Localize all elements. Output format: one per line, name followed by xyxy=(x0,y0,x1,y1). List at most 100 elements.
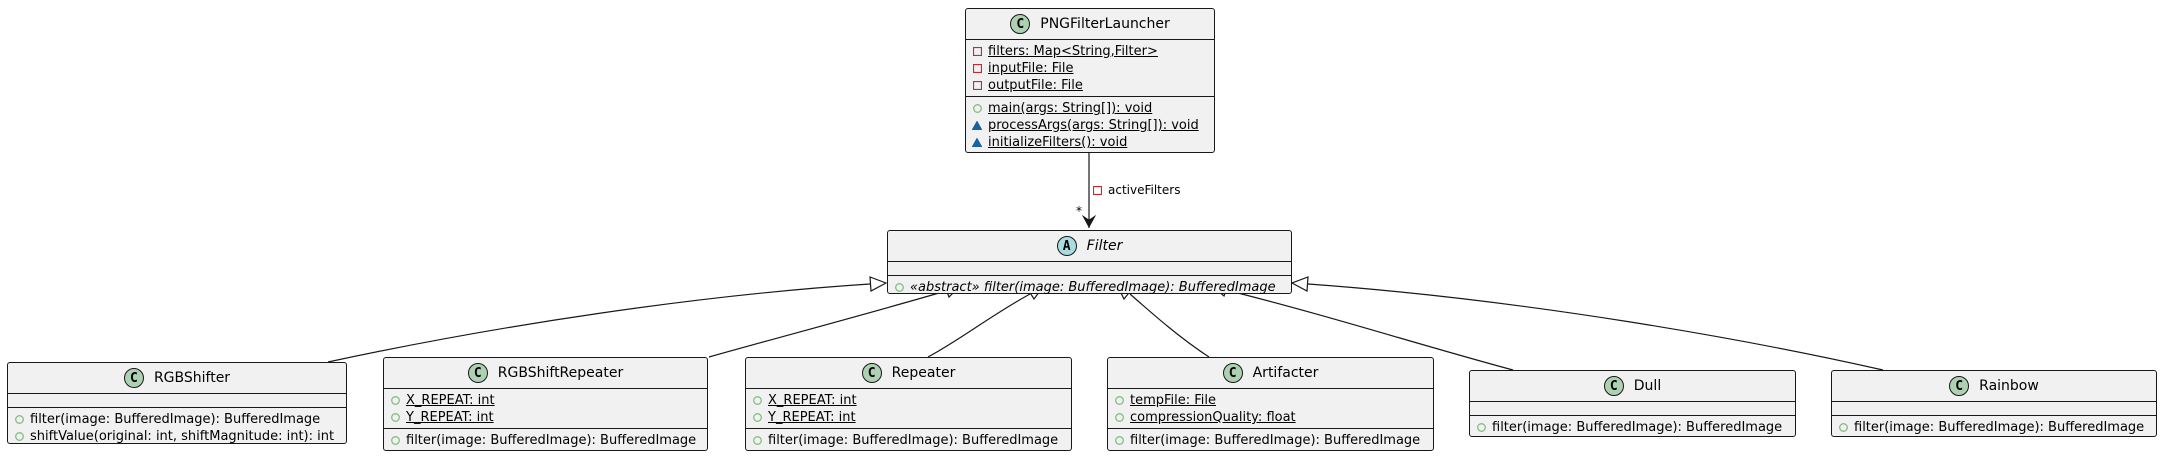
methods-section: filter(image: BufferedImage): BufferedIm… xyxy=(746,429,1071,451)
member-text: outputFile: File xyxy=(988,78,1083,93)
member-row: processArgs(args: String[]): void xyxy=(972,117,1208,134)
member-row: initializeFilters(): void xyxy=(972,134,1208,151)
member-text: processArgs(args: String[]): void xyxy=(988,118,1199,133)
public-visibility-icon xyxy=(752,436,762,446)
class-name: Filter xyxy=(1086,237,1123,254)
member-text: filter(image: BufferedImage): BufferedIm… xyxy=(1854,420,2145,435)
member-text: filter(image: BufferedImage): BufferedIm… xyxy=(406,433,697,448)
methods-section: «abstract» filter(image: BufferedImage):… xyxy=(888,276,1291,298)
public-visibility-icon xyxy=(390,413,400,423)
class-name: RGBShifter xyxy=(153,369,231,386)
public-visibility-icon xyxy=(390,396,400,406)
public-visibility-icon xyxy=(14,415,24,425)
class-filter[interactable]: A Filter «abstract» filter(image: Buffered… xyxy=(887,230,1292,295)
fields-section: tempFile: File compressionQuality: float xyxy=(1108,389,1433,429)
methods-section: filter(image: BufferedImage): BufferedIm… xyxy=(1108,429,1433,451)
private-visibility-icon xyxy=(972,64,982,74)
member-row: Y_REPEAT: int xyxy=(752,409,1065,426)
member-row: filter(image: BufferedImage): BufferedIm… xyxy=(1476,419,1789,436)
member-row: filter(image: BufferedImage): BufferedIm… xyxy=(390,432,701,449)
private-visibility-icon xyxy=(1092,185,1102,195)
member-row: main(args: String[]): void xyxy=(972,100,1208,117)
class-icon: C xyxy=(1603,376,1624,396)
member-row: compressionQuality: float xyxy=(1114,409,1427,426)
member-text: tempFile: File xyxy=(1130,393,1217,408)
class-header: C RGBShifter xyxy=(8,363,346,394)
class-pngfilterlauncher[interactable]: C PNGFilterLauncher filters: Map<String,Fi… xyxy=(965,8,1215,153)
class-dull[interactable]: C Dull filter(image: BufferedImage): Buffe… xyxy=(1469,370,1796,437)
class-icon: C xyxy=(467,363,488,383)
inherit-dull xyxy=(1225,289,1514,371)
private-visibility-icon xyxy=(972,81,982,91)
member-text: filters: Map<String,Filter> xyxy=(988,44,1158,59)
inherit-artifacter xyxy=(1129,293,1210,358)
class-icon: C xyxy=(123,368,144,388)
member-text: filter(image: BufferedImage): BufferedIm… xyxy=(1130,433,1421,448)
class-header: A Filter xyxy=(888,231,1291,262)
class-name: Rainbow xyxy=(1979,377,2039,394)
gen-head-6 xyxy=(1290,276,1309,292)
public-visibility-icon xyxy=(1114,413,1124,423)
public-visibility-icon xyxy=(894,283,904,293)
class-header: C Dull xyxy=(1470,371,1795,402)
member-text: X_REPEAT: int xyxy=(768,393,857,408)
public-visibility-icon xyxy=(972,104,982,114)
inherit-rainbow xyxy=(1307,283,1884,371)
inherit-rgbshifter xyxy=(327,283,871,363)
package-visibility-icon xyxy=(972,138,982,148)
public-visibility-icon xyxy=(1114,396,1124,406)
member-row: filter(image: BufferedImage): BufferedIm… xyxy=(1838,419,2150,436)
methods-section: main(args: String[]): void processArgs(ar… xyxy=(966,97,1214,153)
fields-section xyxy=(888,262,1291,276)
member-text: inputFile: File xyxy=(988,61,1074,76)
member-row: filter(image: BufferedImage): BufferedIm… xyxy=(1114,432,1427,449)
member-row: shiftValue(original: int, shiftMagnitude… xyxy=(14,428,340,445)
class-header: C Artifacter xyxy=(1108,358,1433,389)
class-name: RGBShiftRepeater xyxy=(497,364,624,381)
member-text: Y_REPEAT: int xyxy=(768,410,856,425)
public-visibility-icon xyxy=(1114,436,1124,446)
class-name: Artifacter xyxy=(1252,364,1319,381)
inherit-repeater xyxy=(927,293,1031,358)
member-row: tempFile: File xyxy=(1114,392,1427,409)
class-header: C RGBShiftRepeater xyxy=(384,358,707,389)
methods-section: filter(image: BufferedImage): BufferedIm… xyxy=(1832,416,2156,438)
inherit-rgbshiftrepeater xyxy=(708,290,947,358)
abstract-class-icon: A xyxy=(1056,236,1077,256)
public-visibility-icon xyxy=(390,436,400,446)
gen-head-1 xyxy=(869,276,888,292)
association-label: activeFilters xyxy=(1092,183,1180,197)
member-row: filter(image: BufferedImage): BufferedIm… xyxy=(752,432,1065,449)
class-icon: C xyxy=(861,363,882,383)
public-visibility-icon xyxy=(14,432,24,442)
fields-section xyxy=(8,394,346,408)
class-name: Dull xyxy=(1633,377,1662,394)
member-text: initializeFilters(): void xyxy=(988,135,1128,150)
member-text: shiftValue(original: int, shiftMagnitude… xyxy=(30,429,335,444)
methods-section: filter(image: BufferedImage): BufferedIm… xyxy=(384,429,707,451)
public-visibility-icon xyxy=(752,396,762,406)
member-text: X_REPEAT: int xyxy=(406,393,495,408)
public-visibility-icon xyxy=(752,413,762,423)
member-text: Y_REPEAT: int xyxy=(406,410,494,425)
association-multiplicity: * xyxy=(1076,204,1082,218)
member-text: filter(image: BufferedImage): BufferedIm… xyxy=(768,433,1059,448)
class-icon: C xyxy=(1222,363,1243,383)
class-name: PNGFilterLauncher xyxy=(1040,15,1170,32)
member-text: main(args: String[]): void xyxy=(988,101,1153,116)
class-artifacter[interactable]: C Artifacter tempFile: File compressionQual… xyxy=(1107,357,1434,451)
public-visibility-icon xyxy=(1838,423,1848,433)
member-row: filters: Map<String,Filter> xyxy=(972,43,1208,60)
fields-section: filters: Map<String,Filter> inputFile: Fi… xyxy=(966,40,1214,97)
class-icon: C xyxy=(1010,14,1031,34)
member-text: compressionQuality: float xyxy=(1130,410,1296,425)
package-visibility-icon xyxy=(972,121,982,131)
